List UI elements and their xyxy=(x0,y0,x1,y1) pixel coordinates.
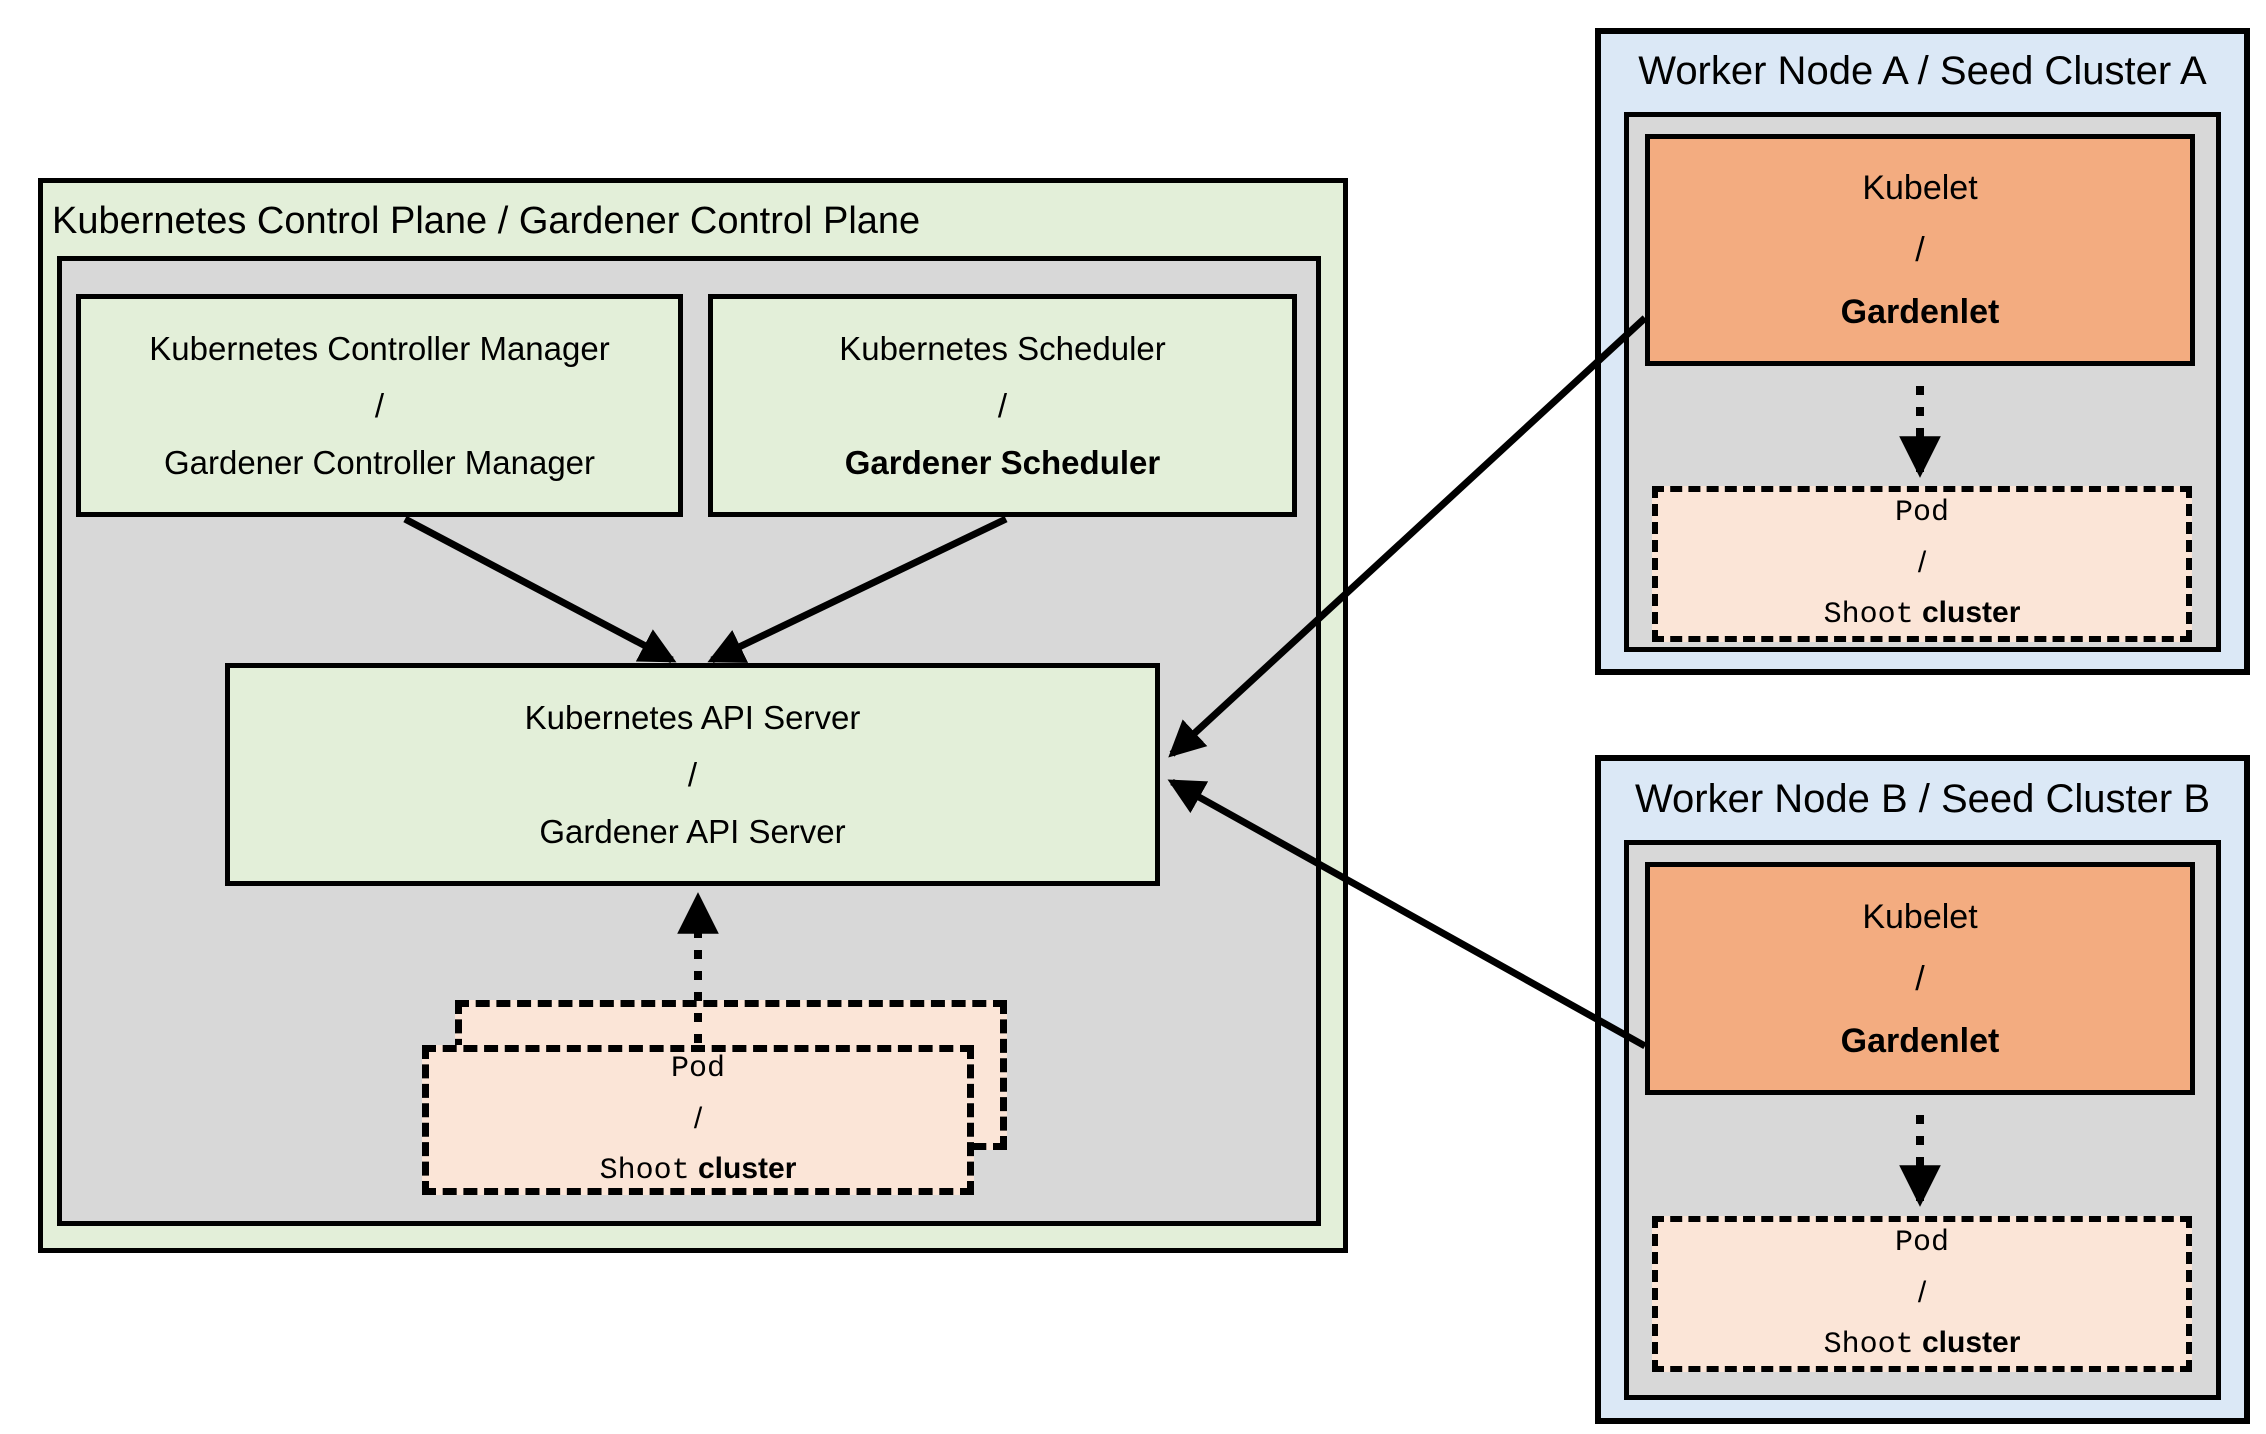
controller-manager-line1: Kubernetes Controller Manager xyxy=(149,330,610,367)
pod-b-space xyxy=(1914,1326,1922,1359)
pod-a-space xyxy=(1914,596,1922,629)
pod-a-line2: Shoot cluster xyxy=(1824,588,2021,640)
api-server-line2: Gardener API Server xyxy=(539,813,846,850)
kubelet-gardenlet-a: Kubelet / Gardenlet xyxy=(1645,134,2195,366)
controller-manager-separator: / xyxy=(374,387,385,424)
control-plane-title: Kubernetes Control Plane / Gardener Cont… xyxy=(52,200,921,242)
pod-b-shoot: Shoot xyxy=(1823,1328,1914,1362)
pod-a-shoot: Shoot xyxy=(1823,598,1914,632)
kubelet-a-line1: Kubelet xyxy=(1862,169,1978,207)
pod-cp-line1: Pod xyxy=(670,1052,725,1086)
api-server-separator: / xyxy=(687,756,698,793)
pod-b-line1: Pod xyxy=(1894,1226,1949,1260)
pod-cp-separator: / xyxy=(693,1102,703,1135)
controller-manager-line2: Gardener Controller Manager xyxy=(163,444,596,481)
pod-shoot-cluster-a: Pod / Shoot cluster xyxy=(1652,486,2192,642)
pod-b-separator: / xyxy=(1917,1276,1927,1309)
pod-cp-shoot: Shoot xyxy=(599,1154,690,1188)
kubelet-b-line2: Gardenlet xyxy=(1840,1021,2000,1060)
api-server-box: Kubernetes API Server / Gardener API Ser… xyxy=(225,663,1160,886)
kubelet-b-line1: Kubelet xyxy=(1862,897,1978,936)
pod-shoot-cluster-b: Pod / Shoot cluster xyxy=(1652,1216,2192,1372)
pod-b-cluster: cluster xyxy=(1921,1326,2021,1359)
pod-b-line2: Shoot cluster xyxy=(1824,1318,2021,1370)
kubelet-gardenlet-b: Kubelet / Gardenlet xyxy=(1645,862,2195,1095)
scheduler-box: Kubernetes Scheduler / Gardener Schedule… xyxy=(708,294,1297,517)
pod-a-line1: Pod xyxy=(1894,496,1949,530)
pod-a-cluster: cluster xyxy=(1921,596,2021,629)
pod-shoot-cluster-control-plane: Pod / Shoot cluster xyxy=(422,1045,974,1195)
controller-manager-box: Kubernetes Controller Manager / Gardener… xyxy=(76,294,683,517)
worker-node-a-title: Worker Node A / Seed Cluster A xyxy=(1638,49,2207,93)
kubelet-a-line2: Gardenlet xyxy=(1840,293,2000,331)
pod-cp-space xyxy=(690,1152,698,1185)
scheduler-line2: Gardener Scheduler xyxy=(844,444,1161,481)
api-server-line1: Kubernetes API Server xyxy=(524,699,861,736)
kubelet-a-separator: / xyxy=(1915,231,1925,269)
kubelet-b-separator: / xyxy=(1915,959,1925,998)
pod-cp-cluster: cluster xyxy=(697,1152,797,1185)
pod-a-separator: / xyxy=(1917,546,1927,579)
scheduler-separator: / xyxy=(997,387,1008,424)
pod-cp-line2: Shoot cluster xyxy=(600,1144,797,1196)
scheduler-line1: Kubernetes Scheduler xyxy=(839,330,1166,367)
worker-node-b-title: Worker Node B / Seed Cluster B xyxy=(1634,777,2211,821)
